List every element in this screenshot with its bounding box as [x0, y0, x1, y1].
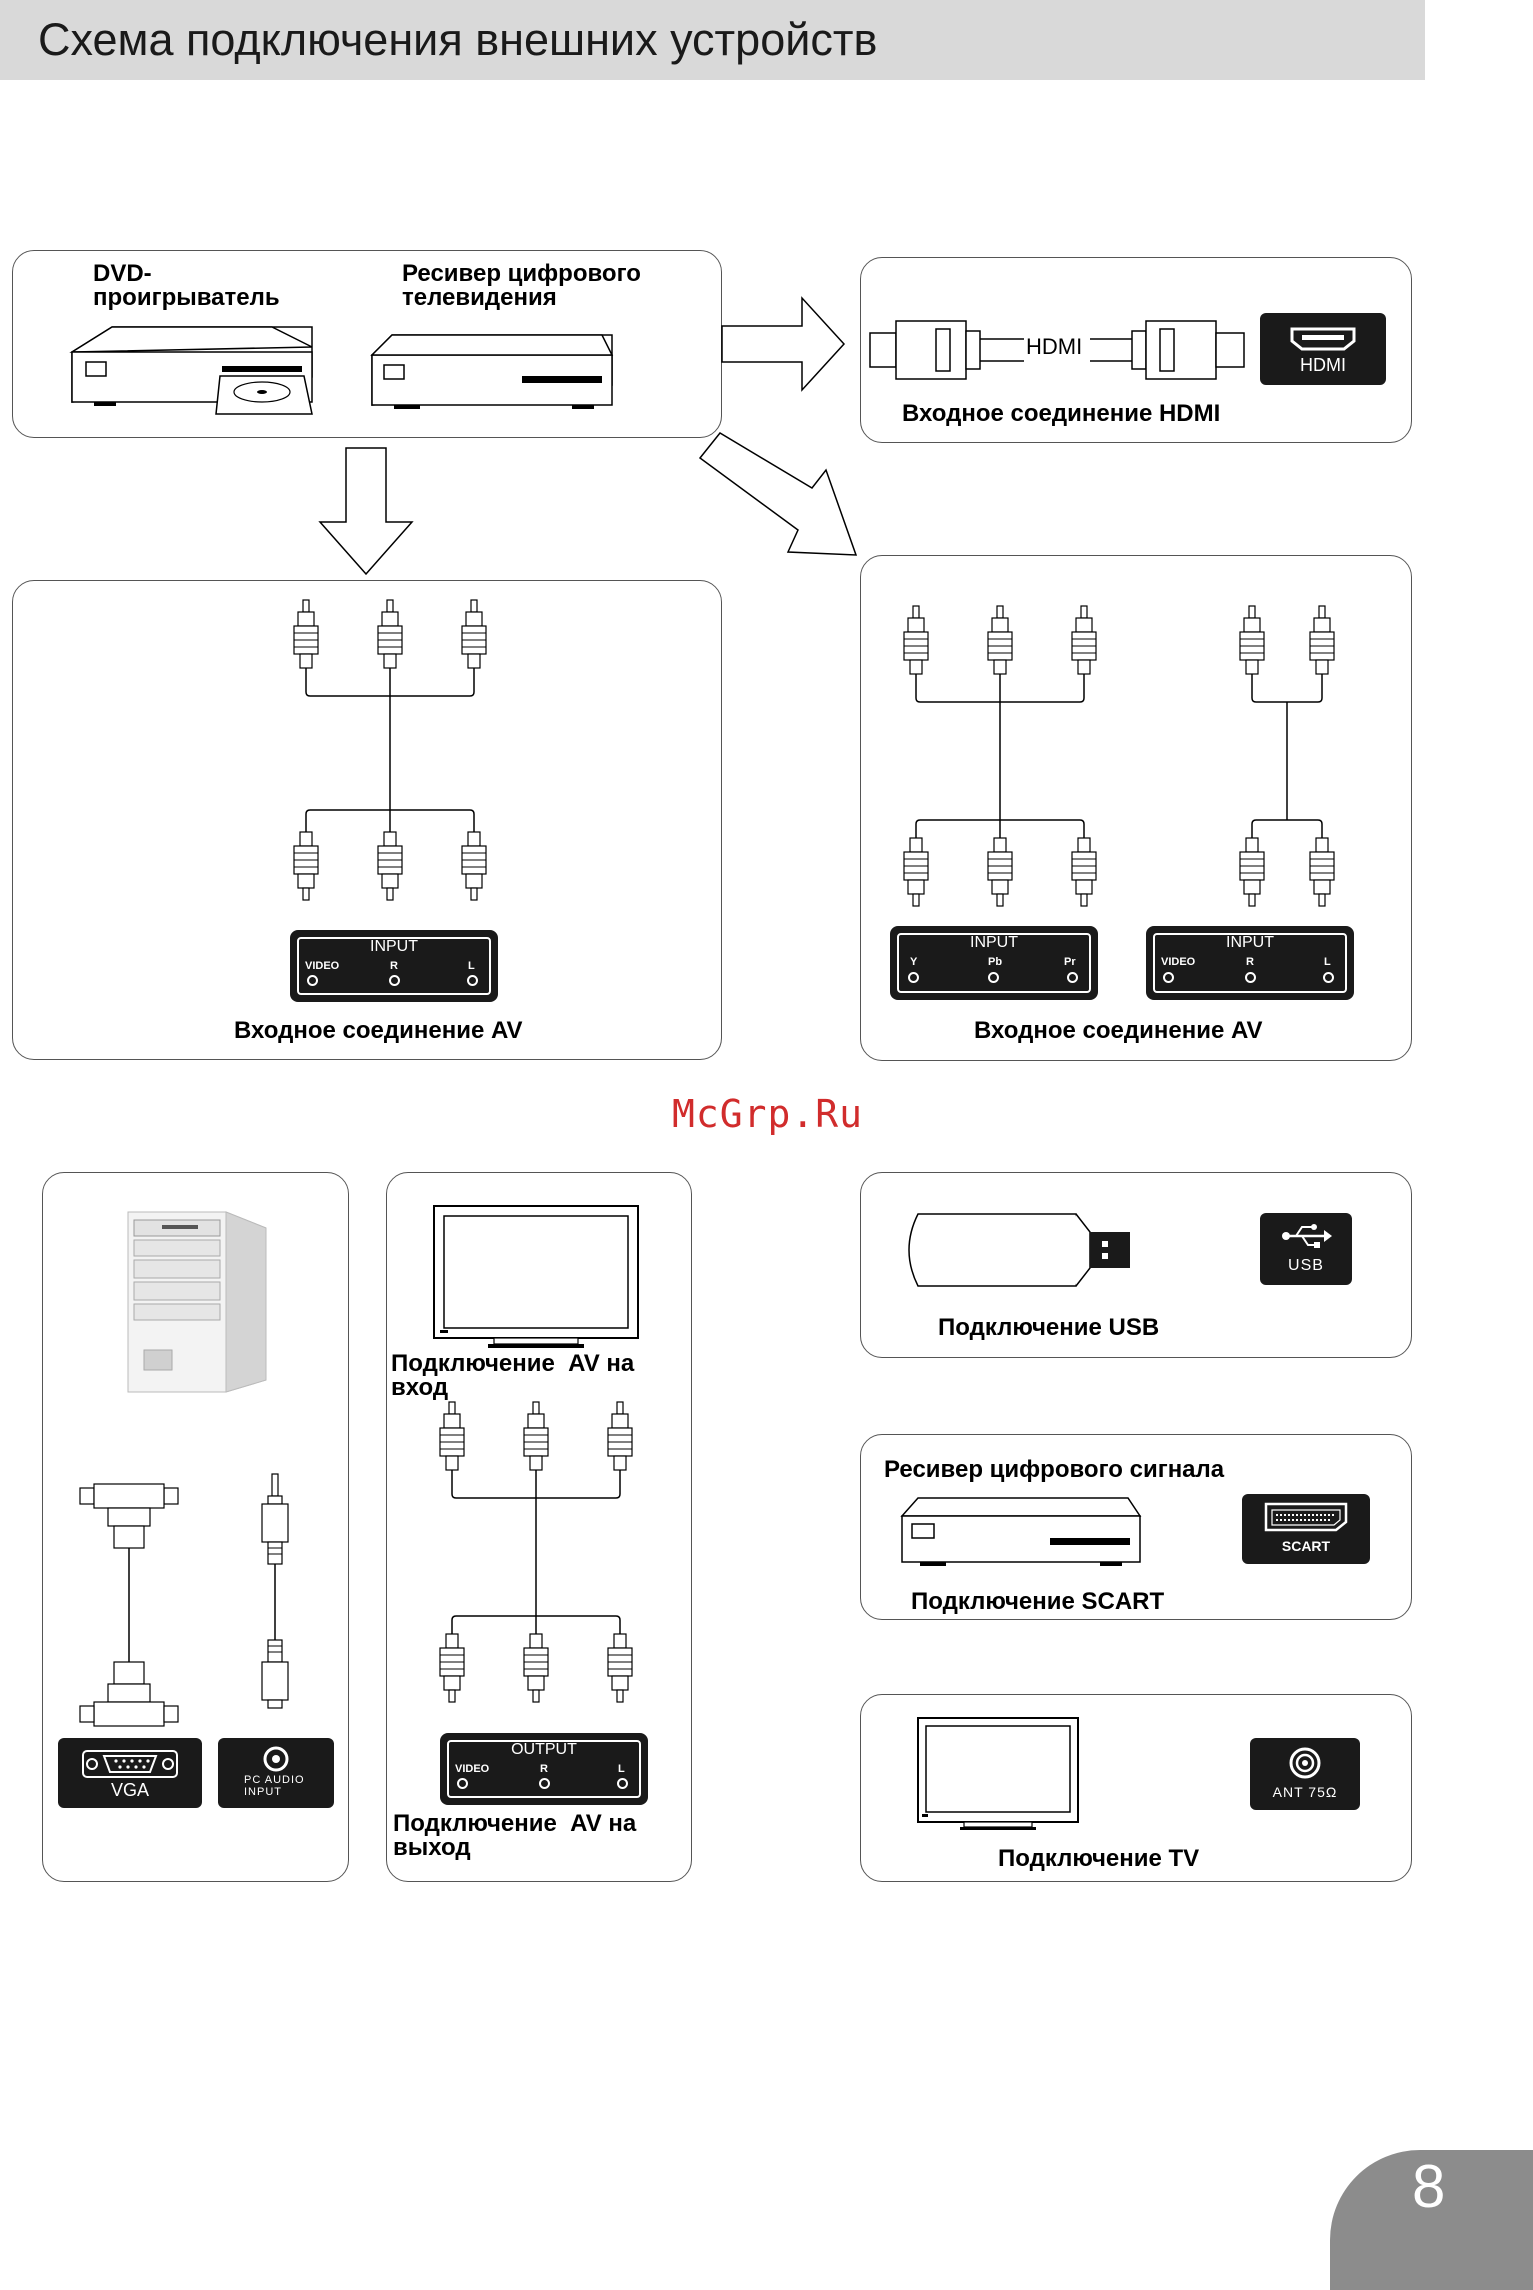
jack-video: [1163, 972, 1174, 983]
av-in-caption: Подключение AV на вход: [391, 1350, 635, 1401]
jack-label-l: L: [468, 960, 475, 972]
jack-panel-title: INPUT: [1226, 934, 1274, 951]
jack-panel-title: INPUT: [370, 938, 418, 955]
rca-cable-av-output: [439, 1401, 633, 1703]
hdmi-port-label: HDMI: [1300, 355, 1346, 375]
jack-l: [617, 1778, 628, 1789]
antenna-port-label: ANT 75Ω: [1272, 1784, 1338, 1800]
vga-port-icon: [82, 1750, 178, 1778]
jack-r: [539, 1778, 550, 1789]
av-right-caption: Входное соединение AV: [974, 1017, 1263, 1044]
rca-plug: [377, 599, 403, 669]
rca-plug: [461, 831, 487, 901]
receiver-illustration: [900, 1497, 1142, 1566]
rca-cable-stereo: [1239, 605, 1335, 907]
rca-plug: [377, 831, 403, 901]
hdmi-cable-illustration: [869, 320, 1245, 380]
usb-port-label: USB: [1288, 1257, 1324, 1274]
hdmi-port: HDMI: [1260, 313, 1386, 385]
jack-label-r: R: [390, 960, 398, 972]
rca-cable-av-left: [293, 599, 487, 901]
jack-label-l: L: [618, 1763, 625, 1775]
jack-label-r: R: [1246, 956, 1254, 968]
jack-r: [389, 975, 400, 986]
arrow-diagonal: [698, 432, 858, 556]
usb-flash-drive-illustration: [908, 1213, 1130, 1287]
av-output-jack-panel: OUTPUT VIDEO R L: [440, 1733, 648, 1805]
hdmi-cable-label: HDMI: [1026, 334, 1083, 359]
hdmi-port-icon: [1290, 327, 1356, 351]
rca-plug: [293, 599, 319, 669]
vga-port: VGA: [58, 1738, 202, 1808]
av-out-caption: Подключение AV на выход: [393, 1810, 637, 1861]
scart-title: Ресивер цифрового сигнала: [884, 1456, 1225, 1483]
jack-label-pb: Pb: [988, 956, 1003, 968]
av-left-caption: Входное соединение AV: [234, 1017, 523, 1044]
jack-label-y: Y: [910, 956, 918, 968]
antenna-port: ANT 75Ω: [1250, 1738, 1360, 1810]
dvd-player-illustration: [69, 326, 313, 415]
receiver-illustration: [370, 334, 614, 409]
pc-audio-port: PC AUDIO INPUT: [218, 1738, 334, 1808]
rca-cable-component: [903, 605, 1097, 907]
pc-audio-label: PC AUDIO INPUT: [244, 1774, 305, 1798]
jack-l: [467, 975, 478, 986]
jack-y: [908, 972, 919, 983]
watermark: McGrp.Ru: [672, 1092, 864, 1136]
jack-label-video: VIDEO: [305, 960, 340, 972]
hdmi-caption: Входное соединение HDMI: [902, 400, 1221, 427]
tv-caption: Подключение TV: [998, 1845, 1200, 1872]
jack-l: [1323, 972, 1334, 983]
jack-r: [1245, 972, 1256, 983]
component-input-panel: INPUT Y Pb Pr: [890, 926, 1098, 1000]
page-number: 8: [1412, 2153, 1446, 2220]
scart-caption: Подключение SCART: [911, 1588, 1165, 1615]
header-bar: [0, 0, 1425, 80]
jack-video: [457, 1778, 468, 1789]
jack-pb: [988, 972, 999, 983]
jack-label-l: L: [1324, 956, 1331, 968]
receiver-label: Ресивер цифрового телевидения: [402, 260, 641, 311]
usb-port: USB: [1260, 1213, 1352, 1285]
jack-label-pr: Pr: [1064, 956, 1076, 968]
vga-cable-illustration: [79, 1483, 179, 1727]
scart-port: SCART: [1242, 1494, 1370, 1564]
jack-label-r: R: [540, 1763, 548, 1775]
rca-plug: [293, 831, 319, 901]
jack-video: [307, 975, 318, 986]
audio-cable-illustration: [261, 1473, 289, 1709]
arrow-down: [318, 447, 414, 576]
rca-plug: [461, 599, 487, 669]
dvd-label: DVD- проигрыватель: [93, 260, 280, 311]
audio-jack-icon: [263, 1746, 289, 1772]
scart-port-label: SCART: [1281, 1538, 1331, 1554]
jack-label-video: VIDEO: [455, 1763, 490, 1775]
jack-panel-title: OUTPUT: [511, 1741, 577, 1758]
usb-icon: [1282, 1224, 1332, 1248]
antenna-jack-icon: [1289, 1747, 1321, 1779]
usb-caption: Подключение USB: [938, 1314, 1160, 1341]
jack-label-video: VIDEO: [1161, 956, 1196, 968]
av-left-input-panel: INPUT VIDEO R L: [290, 930, 498, 1002]
av-right-input-panel: INPUT VIDEO R L: [1146, 926, 1354, 1000]
tv-illustration: [433, 1205, 639, 1348]
arrow-right: [721, 296, 846, 392]
scart-icon: [1264, 1502, 1348, 1532]
pc-tower-illustration: [127, 1211, 267, 1393]
jack-panel-title: INPUT: [970, 934, 1018, 951]
vga-port-label: VGA: [110, 1780, 149, 1800]
page-title: Схема подключения внешних устройств: [38, 14, 878, 65]
tv-illustration: [917, 1717, 1079, 1830]
jack-pr: [1067, 972, 1078, 983]
